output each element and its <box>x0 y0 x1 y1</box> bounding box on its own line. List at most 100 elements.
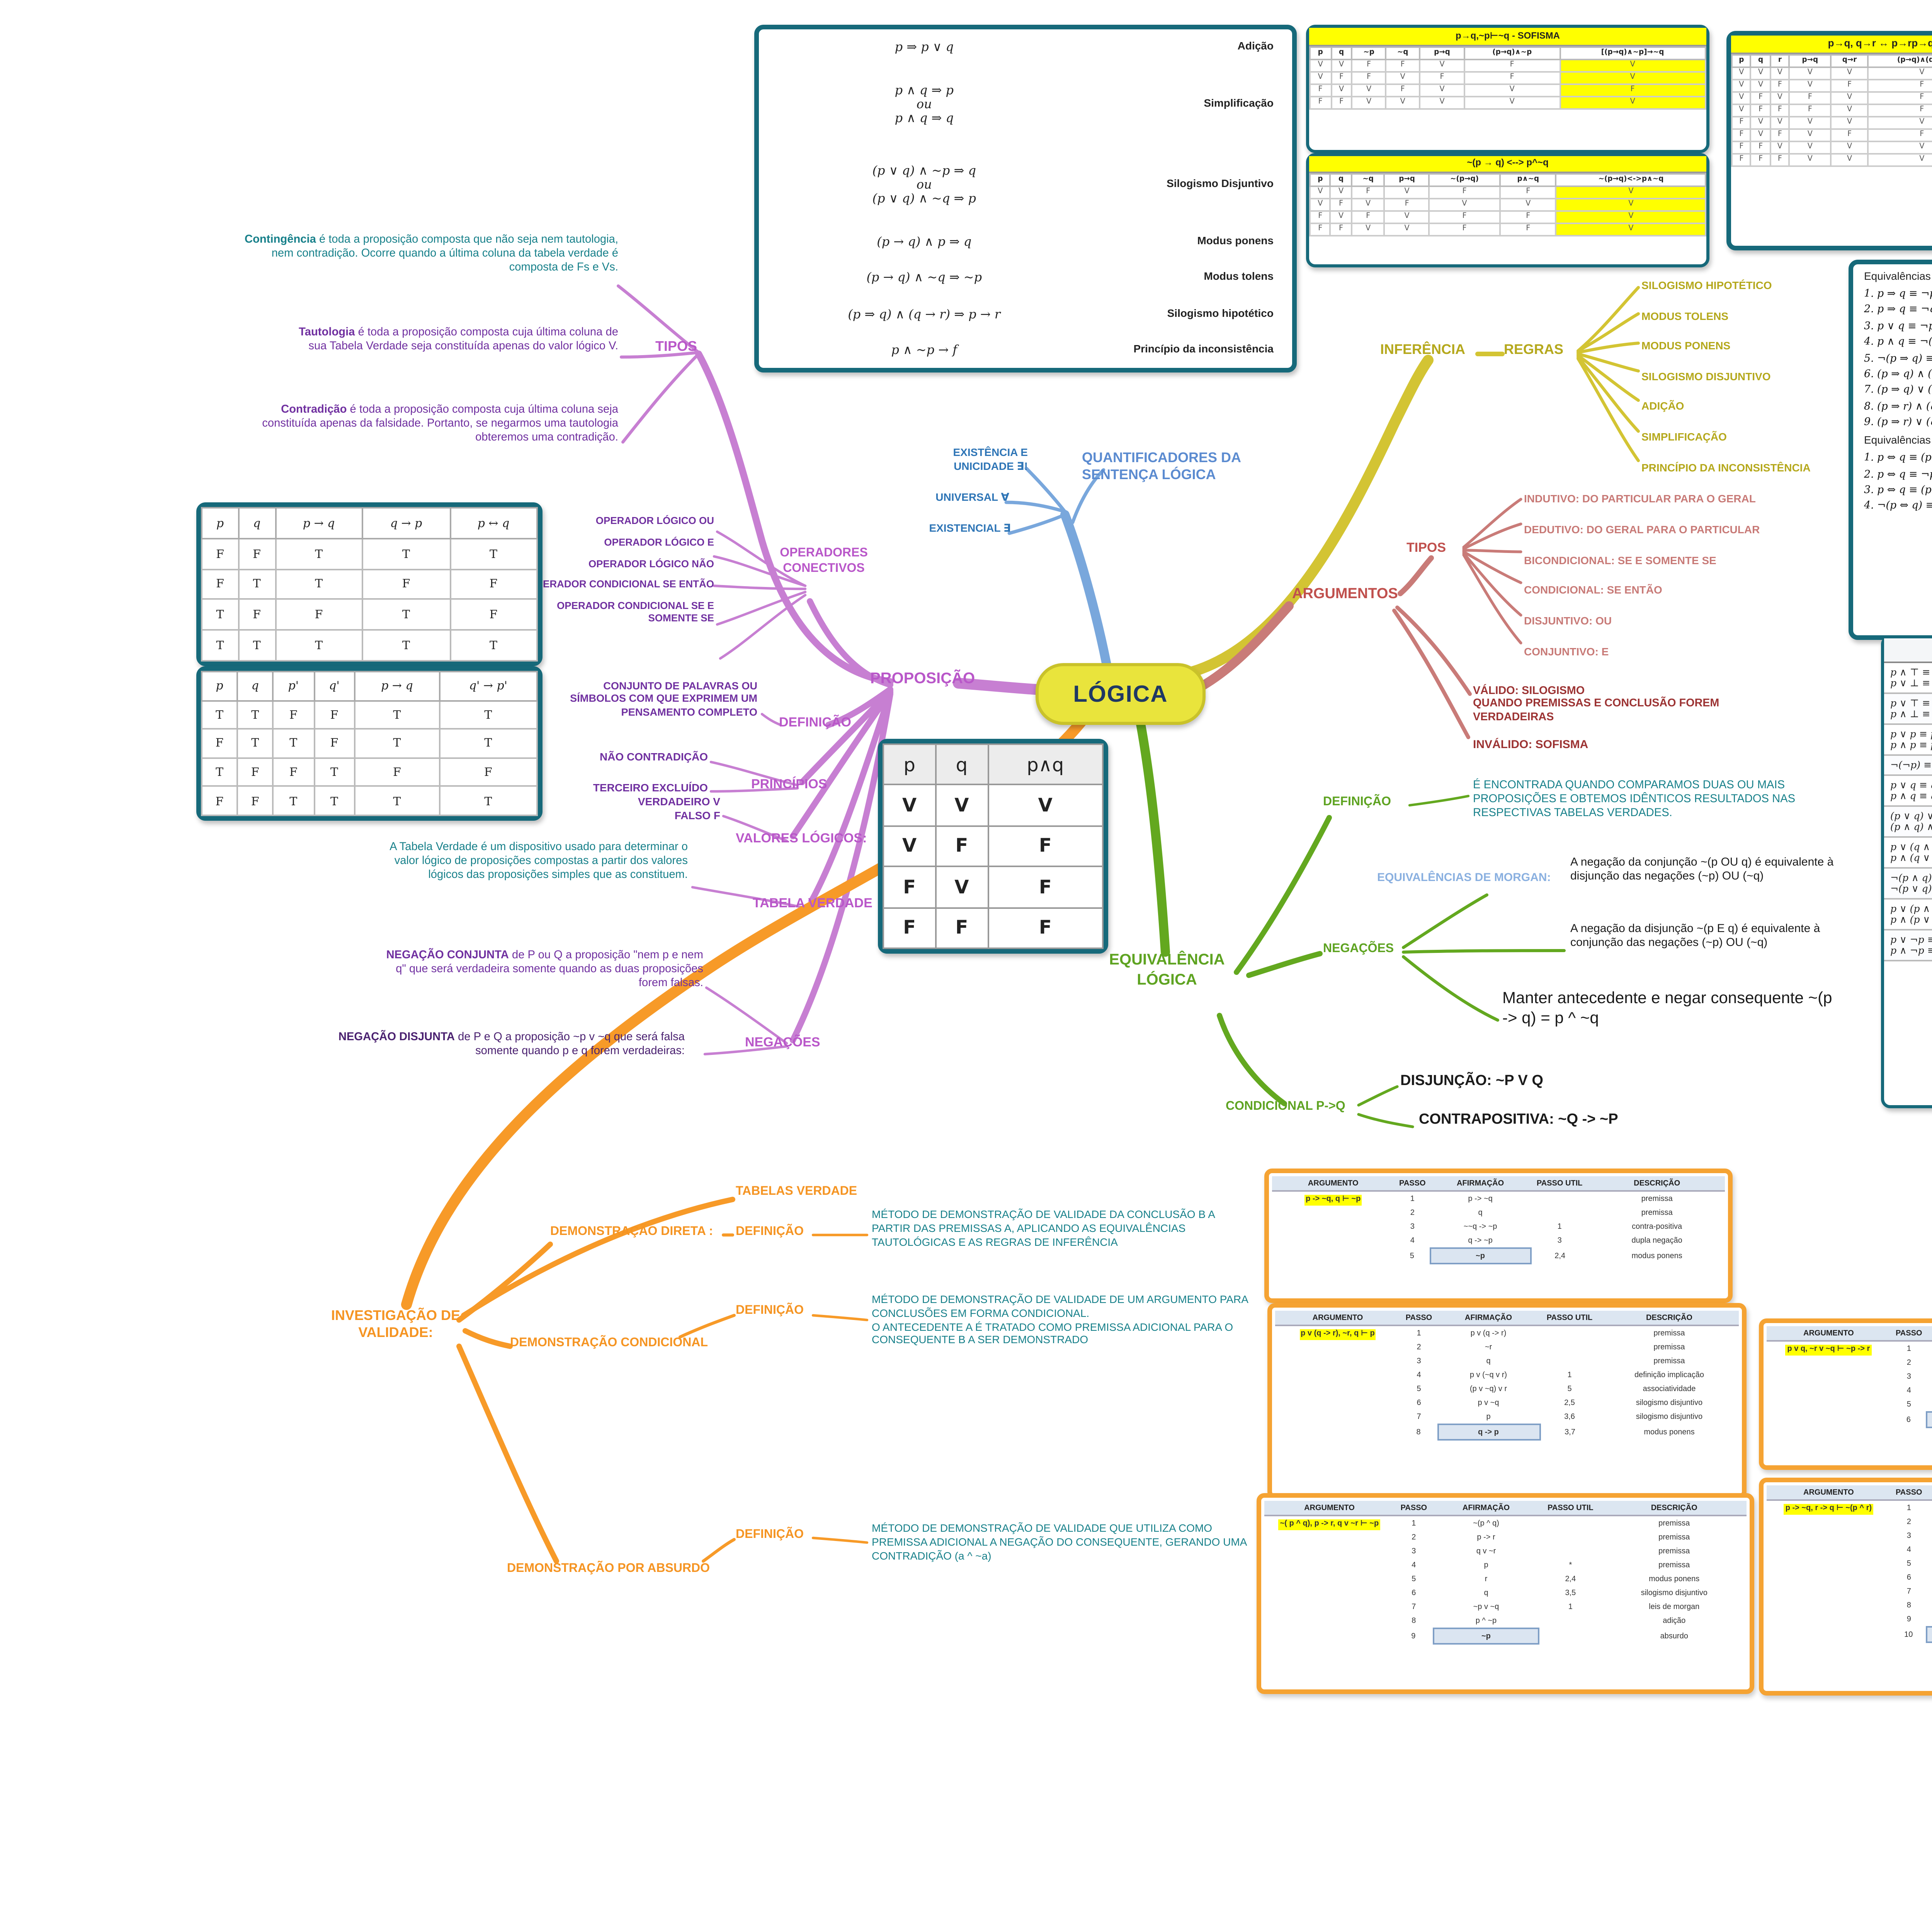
argument-row: 5r3simplificação <box>1767 1556 1932 1570</box>
list-item[interactable]: MODUS PONENS <box>1641 342 1731 353</box>
list-item[interactable]: 4. ¬(p ⇔ q) ≡ p ⇔ ¬q <box>1864 500 1932 512</box>
column-header: p → q <box>274 507 364 539</box>
table-cell: * <box>1569 1560 1572 1570</box>
node-tabelas-verdade[interactable]: TABELAS VERDADE <box>736 1184 857 1198</box>
list-item[interactable]: PRINCÍPIO DA INCONSISTÊNCIA <box>1641 463 1811 474</box>
principio-nao-contradicao[interactable]: NÃO CONTRADIÇÃO <box>600 753 708 764</box>
node-definicao[interactable]: DEFINIÇÃO <box>779 714 851 730</box>
table-cell: (p ∨ q) ∨ r ≡ p ∨ (q ∨ r) (p ∧ q) ∧ r ≡ … <box>1884 806 1932 838</box>
node-quantificadores[interactable]: QUANTIFICADORES DA SENTENÇA LÓGICA <box>1082 450 1241 483</box>
list-item[interactable]: ADIÇÃO <box>1641 402 1684 413</box>
list-item[interactable]: OPERADOR CONDICIONAL SE ENTÃO <box>528 580 714 591</box>
list-item[interactable]: MODUS TOLENS <box>1641 311 1729 323</box>
list-item[interactable]: 4. p ∧ q ≡ ¬(p ⇒ ¬q) <box>1864 335 1932 348</box>
node-proposicao[interactable]: PROPOSIÇÃO <box>870 671 975 688</box>
table-cell: V <box>987 784 1104 827</box>
table-cell: silogismo disjuntivo <box>1641 1588 1708 1597</box>
node-equivalencia-negacoes[interactable]: NEGAÇÕES <box>1323 941 1394 955</box>
list-item[interactable]: 7. (p ⇒ q) ∨ (p ⇒ r) ≡ p ⇒ (q ∨ r) <box>1864 384 1932 396</box>
table-cell: F <box>1330 96 1353 110</box>
column-header: ARGUMENTO <box>1767 1326 1891 1342</box>
table-cell: q <box>1478 1208 1483 1217</box>
table-cell: adição <box>1663 1616 1686 1626</box>
node-argumentos[interactable]: ARGUMENTOS <box>1292 586 1398 603</box>
table-cell: V <box>1330 185 1352 199</box>
quant-existencial[interactable]: EXISTENCIAL ∃ <box>929 524 1011 535</box>
node-operadores-conectivos[interactable]: OPERADORES CONECTIVOS <box>780 546 868 575</box>
column-header: ARGUMENTO <box>1264 1501 1395 1516</box>
list-item[interactable]: 1. p ⇒ q ≡ ¬p ∨ q <box>1864 287 1932 300</box>
table-cell: V <box>1559 71 1707 85</box>
list-item[interactable]: 6. (p ⇒ q) ∧ (p ⇒ r) ≡ p ⇒ (q ∧ r) <box>1864 367 1932 380</box>
table-cell: T <box>201 699 238 730</box>
table-cell: T <box>438 699 538 730</box>
node-definicao-direta[interactable]: DEFINIÇÃO <box>736 1224 804 1238</box>
table-cell: F <box>1830 128 1869 142</box>
list-item[interactable]: CONJUNTIVO: E <box>1524 647 1609 658</box>
list-item[interactable]: CONDICIONAL: SE ENTÃO <box>1524 586 1662 597</box>
node-valores-logicos[interactable]: VALORES LÓGICOS: <box>736 830 867 845</box>
list-item[interactable]: 3. p ∨ q ≡ ¬p ⇒ q <box>1864 320 1932 332</box>
list-item[interactable]: 5. ¬(p ⇒ q) ≡ p ∧ ¬q <box>1864 352 1932 364</box>
list-item[interactable]: 3. p ⇔ q ≡ (p ∧ q) ∨ (¬p ∧ ¬q) <box>1864 483 1932 496</box>
list-item[interactable]: OPERADOR LÓGICO OU <box>595 516 714 527</box>
quant-universal[interactable]: UNIVERSAL ∀ <box>935 493 1009 504</box>
table-cell: V <box>1384 185 1430 199</box>
list-item[interactable]: SILOGISMO DISJUNTIVO <box>1641 372 1771 383</box>
node-definicao-absurdo[interactable]: DEFINIÇÃO <box>736 1527 804 1541</box>
list-item[interactable]: OPERADOR LÓGICO E <box>604 538 714 549</box>
node-definicao-condicional[interactable]: DEFINIÇÃO <box>736 1303 804 1317</box>
column-header: (p→q)∧(q→r) <box>1867 54 1932 68</box>
table-cell: 2 <box>1412 1533 1416 1542</box>
node-regras[interactable]: REGRAS <box>1504 342 1564 357</box>
table-cell: V <box>1789 153 1832 167</box>
table-cell: 2,4 <box>1554 1251 1566 1260</box>
table-cell: V <box>1789 116 1832 130</box>
list-item[interactable]: 2. p ⇔ q ≡ ¬p ⇔ ¬q <box>1864 468 1932 480</box>
list-item[interactable]: 8. (p ⇒ r) ∧ (q ⇒ r) ≡ (p ∨ q) ⇒ r <box>1864 400 1932 412</box>
node-inferencia[interactable]: INFERÊNCIA <box>1380 342 1466 357</box>
node-equivalencia-logica[interactable]: EQUIVALÊNCIA LÓGICA <box>1109 952 1225 988</box>
node-equivalencia-definicao[interactable]: DEFINIÇÃO <box>1323 794 1391 808</box>
quant-existencia-unicidade[interactable]: EXISTÊNCIA E UNICIDADE ∃! <box>953 448 1028 473</box>
node-negacoes[interactable]: NEGAÇÕES <box>745 1034 820 1050</box>
column-header: ~p <box>1351 46 1387 60</box>
node-tipos[interactable]: TIPOS <box>655 338 697 354</box>
list-item[interactable]: 1. p ⇔ q ≡ (p ⇒ q) ∧ (q ⇒ p) <box>1864 451 1932 464</box>
principio-terceiro-excluido[interactable]: TERCEIRO EXCLUÍDO <box>593 784 708 794</box>
list-item[interactable]: SILOGISMO HIPOTÉTICO <box>1641 281 1772 292</box>
node-argumentos-tipos[interactable]: TIPOS <box>1406 539 1446 555</box>
list-item[interactable]: 9. (p ⇒ r) ∨ (q ⇒ r) ≡ (p ∧ q) ⇒ r <box>1864 416 1932 429</box>
argument-formula: ~( p ^ q), p -> r, q v ~r ⊢ ~p <box>1278 1519 1381 1529</box>
node-equivalencias-de-morgan[interactable]: EQUIVALÊNCIAS DE MORGAN: <box>1377 870 1551 884</box>
central-node[interactable]: LÓGICA <box>1036 663 1206 725</box>
list-item[interactable]: DEDUTIVO: DO GERAL PARA O PARTICULAR <box>1524 525 1760 536</box>
node-investigacao-validade[interactable]: INVESTIGAÇÃO DE VALIDADE: <box>331 1308 460 1340</box>
list-item[interactable]: 2. p ⇒ q ≡ ¬q ⇒ ¬p <box>1864 303 1932 316</box>
node-principios[interactable]: PRINCÍPIOS <box>751 776 827 791</box>
node-demonstracao-condicional[interactable]: DEMONSTRAÇÃO CONDICIONAL <box>510 1335 708 1349</box>
argument-row: 4p3simplificação <box>1767 1543 1932 1556</box>
table-cell: T <box>201 629 240 662</box>
list-item[interactable]: OPERADOR LÓGICO NÃO <box>588 559 714 570</box>
list-item[interactable]: INDUTIVO: DO PARTICULAR PARA O GERAL <box>1524 495 1756 505</box>
node-demonstracao-absurdo[interactable]: DEMONSTRAÇÃO POR ABSURDO <box>507 1561 710 1575</box>
list-item[interactable]: SIMPLIFICAÇÃO <box>1641 432 1727 444</box>
node-condicional-pq[interactable]: CONDICIONAL P->Q <box>1226 1099 1345 1113</box>
table-cell: V <box>1418 59 1466 73</box>
argument-row: 10~(p ^ r)9absurdo <box>1767 1626 1932 1643</box>
argument-cell: ~( p ^ q), p -> r, q v ~r ⊢ ~p <box>1264 1516 1395 1644</box>
list-item[interactable]: OPERADOR CONDICIONAL SE E SOMENTE SE <box>557 601 714 624</box>
node-tabela-verdade[interactable]: TABELA VERDADE <box>753 895 872 910</box>
node-demonstracao-direta[interactable]: DEMONSTRAÇÃO DIRETA : <box>550 1224 713 1238</box>
table-cell: p v ~q <box>1478 1398 1499 1407</box>
list-item[interactable]: DISJUNTIVO: OU <box>1524 617 1612 628</box>
list-item[interactable]: BICONDICIONAL: SE E SOMENTE SE <box>1524 556 1716 567</box>
table-cell: p ∧ q ⇒ p ou p ∧ q ⇒ q <box>895 84 954 126</box>
